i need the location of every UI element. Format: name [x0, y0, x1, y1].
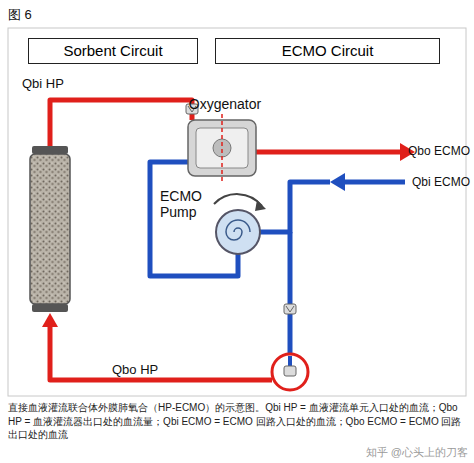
- oxygenator-device: [188, 114, 256, 182]
- blue-tube: [344, 180, 405, 185]
- part-label: ECMO Pump: [160, 188, 208, 220]
- blue-tube: [288, 356, 292, 366]
- watermark: 知乎 @心头上的刀客: [366, 445, 468, 460]
- flow-label: Qbo ECMO: [408, 144, 470, 158]
- red-tube: [50, 100, 192, 150]
- sorbent-cartridge: [30, 146, 70, 312]
- red-tube: [50, 326, 272, 380]
- part-label: Oxygenator: [189, 96, 261, 112]
- check-valve: [284, 304, 296, 314]
- header-text: ECMO Circuit: [282, 42, 374, 59]
- ecmo-pump: [214, 194, 266, 254]
- flow-label: Qbi HP: [22, 76, 64, 91]
- check-valve: [284, 366, 296, 376]
- header-box: ECMO Circuit: [215, 38, 440, 64]
- figure-frame: [8, 28, 466, 396]
- connector-ring: [272, 354, 308, 390]
- red-tube: [256, 150, 401, 155]
- blue-tube: [288, 232, 293, 354]
- header-text: Sorbent Circuit: [63, 42, 162, 59]
- flow-label: Qbi ECMO: [412, 175, 470, 189]
- blue-tube: [260, 182, 330, 232]
- arrow-head: [42, 313, 58, 327]
- arrow-head: [330, 173, 345, 191]
- figure-caption: 直接血液灌流联合体外膜肺氧合（HP-ECMO）的示意图。Qbi HP = 血液灌…: [8, 401, 466, 442]
- figure-title: 图 6: [8, 6, 32, 24]
- header-box: Sorbent Circuit: [28, 38, 198, 64]
- flow-label: Qbo HP: [112, 362, 158, 377]
